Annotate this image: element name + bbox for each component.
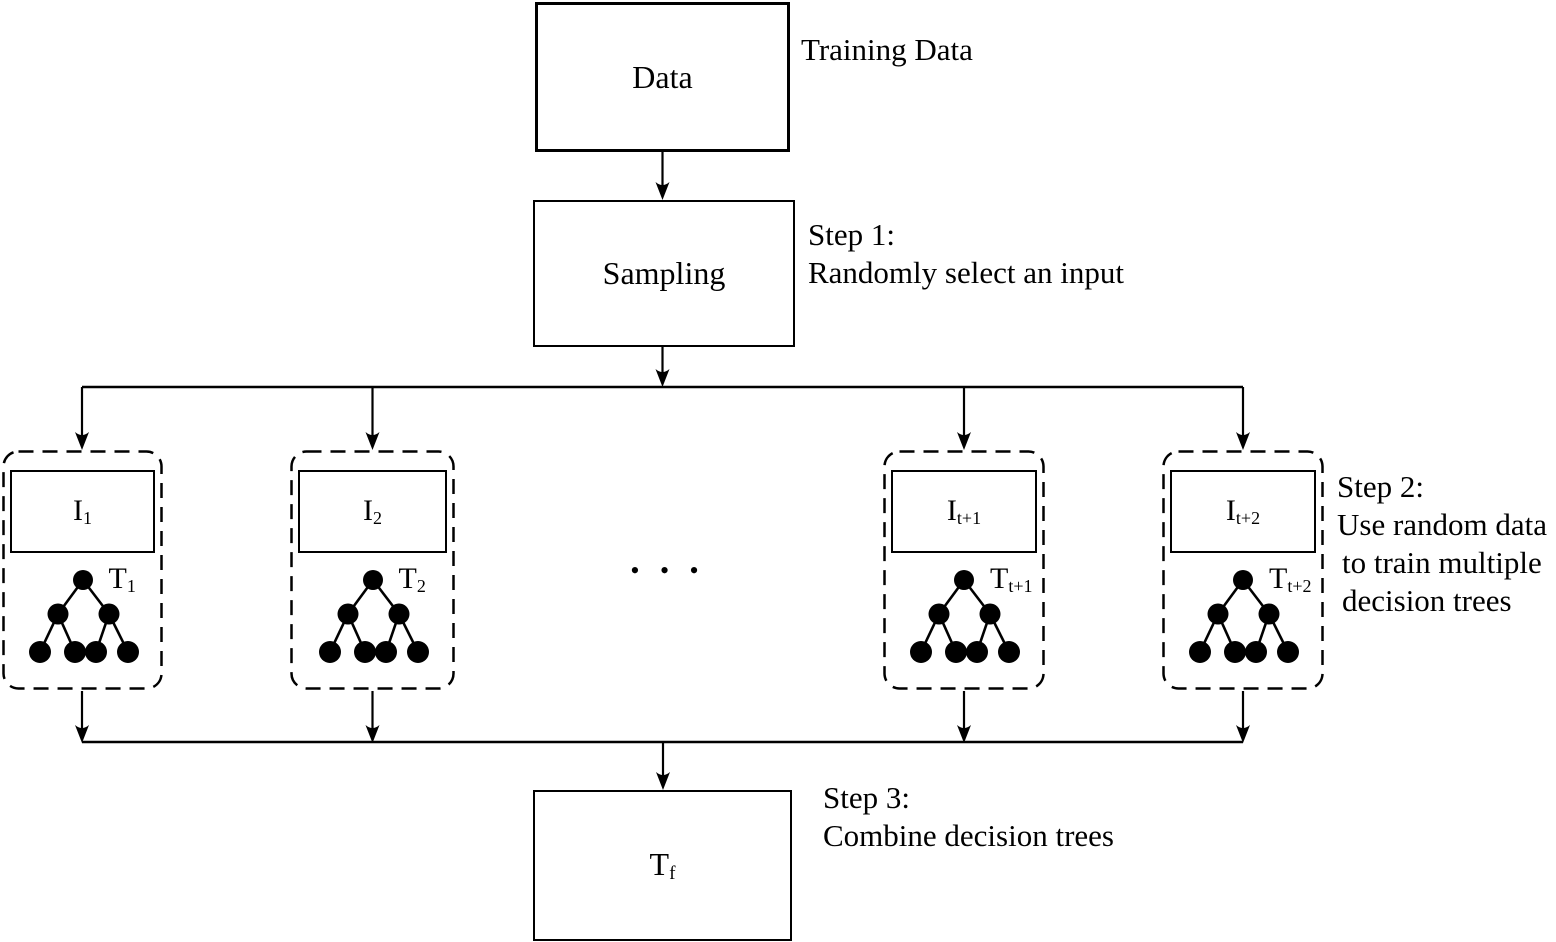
arrowhead-icon <box>365 725 380 743</box>
step3-description: Combine decision trees <box>823 818 1114 853</box>
step3-annotation: Step 3: Combine decision trees <box>823 779 1114 855</box>
branch-1-tree-label: T1 <box>108 562 136 596</box>
final-node-label: Tf <box>649 845 676 885</box>
branch-2: I2 T2 <box>290 450 455 690</box>
branch-1-dashed-outline <box>2 450 163 690</box>
branch-1-input-node: I1 <box>10 470 155 553</box>
branch-4-tree-label: Tt+2 <box>1269 562 1312 596</box>
data-node: Data <box>535 2 790 152</box>
step2-line1: Use random data <box>1337 507 1548 542</box>
step2-line2: to train multiple <box>1342 545 1542 580</box>
continuation-ellipsis: • • • <box>630 556 706 585</box>
branch-2-input-node: I2 <box>298 470 447 553</box>
decision-tree-icon <box>1189 570 1299 663</box>
step2-line3: decision trees <box>1342 583 1512 618</box>
branch-2-tree-label: T2 <box>398 562 426 596</box>
arrowhead-icon <box>655 369 670 387</box>
branch-3-tree-label: Tt+1 <box>990 562 1033 596</box>
decision-tree-icon <box>318 570 429 663</box>
arrowhead-icon <box>957 432 971 450</box>
arrowhead-icon <box>656 772 670 790</box>
branch-3-input-node: It+1 <box>891 470 1037 553</box>
branch-3-dashed-outline <box>883 450 1045 690</box>
arrowhead-icon <box>655 182 670 200</box>
sampling-node-label: Sampling <box>602 255 726 291</box>
step1-description: Randomly select an input <box>808 255 1124 290</box>
branch-4: It+2 Tt+2 <box>1162 450 1324 690</box>
branch-4-dashed-outline <box>1162 450 1324 690</box>
branch-2-input-label: I2 <box>363 494 382 528</box>
step1-annotation: Step 1: Randomly select an input <box>808 216 1124 292</box>
branch-1-input-label: I1 <box>73 494 92 528</box>
step2-annotation: Step 2: Use random data to train multipl… <box>1337 468 1547 620</box>
arrowhead-icon <box>1236 725 1250 743</box>
arrowhead-icon <box>75 725 89 743</box>
branch-3: It+1 Tt+1 <box>883 450 1045 690</box>
branch-3-input-label: It+1 <box>946 494 982 528</box>
branch-4-input-node: It+2 <box>1170 470 1316 553</box>
branch-1: I1 T1 <box>2 450 163 690</box>
final-node: Tf <box>533 790 792 941</box>
data-node-label: Data <box>632 58 693 95</box>
arrowhead-icon <box>957 725 971 743</box>
sampling-node: Sampling <box>533 200 795 347</box>
arrowhead-icon <box>365 432 380 450</box>
branch-4-input-label: It+2 <box>1225 494 1261 528</box>
step2-title: Step 2: <box>1337 469 1424 504</box>
step3-title: Step 3: <box>823 780 910 815</box>
step1-title: Step 1: <box>808 217 895 252</box>
training-data-label: Training Data <box>801 32 973 67</box>
decision-tree-icon <box>910 570 1020 663</box>
arrowhead-icon <box>1236 432 1250 450</box>
decision-tree-icon <box>28 570 139 663</box>
arrowhead-icon <box>75 432 89 450</box>
